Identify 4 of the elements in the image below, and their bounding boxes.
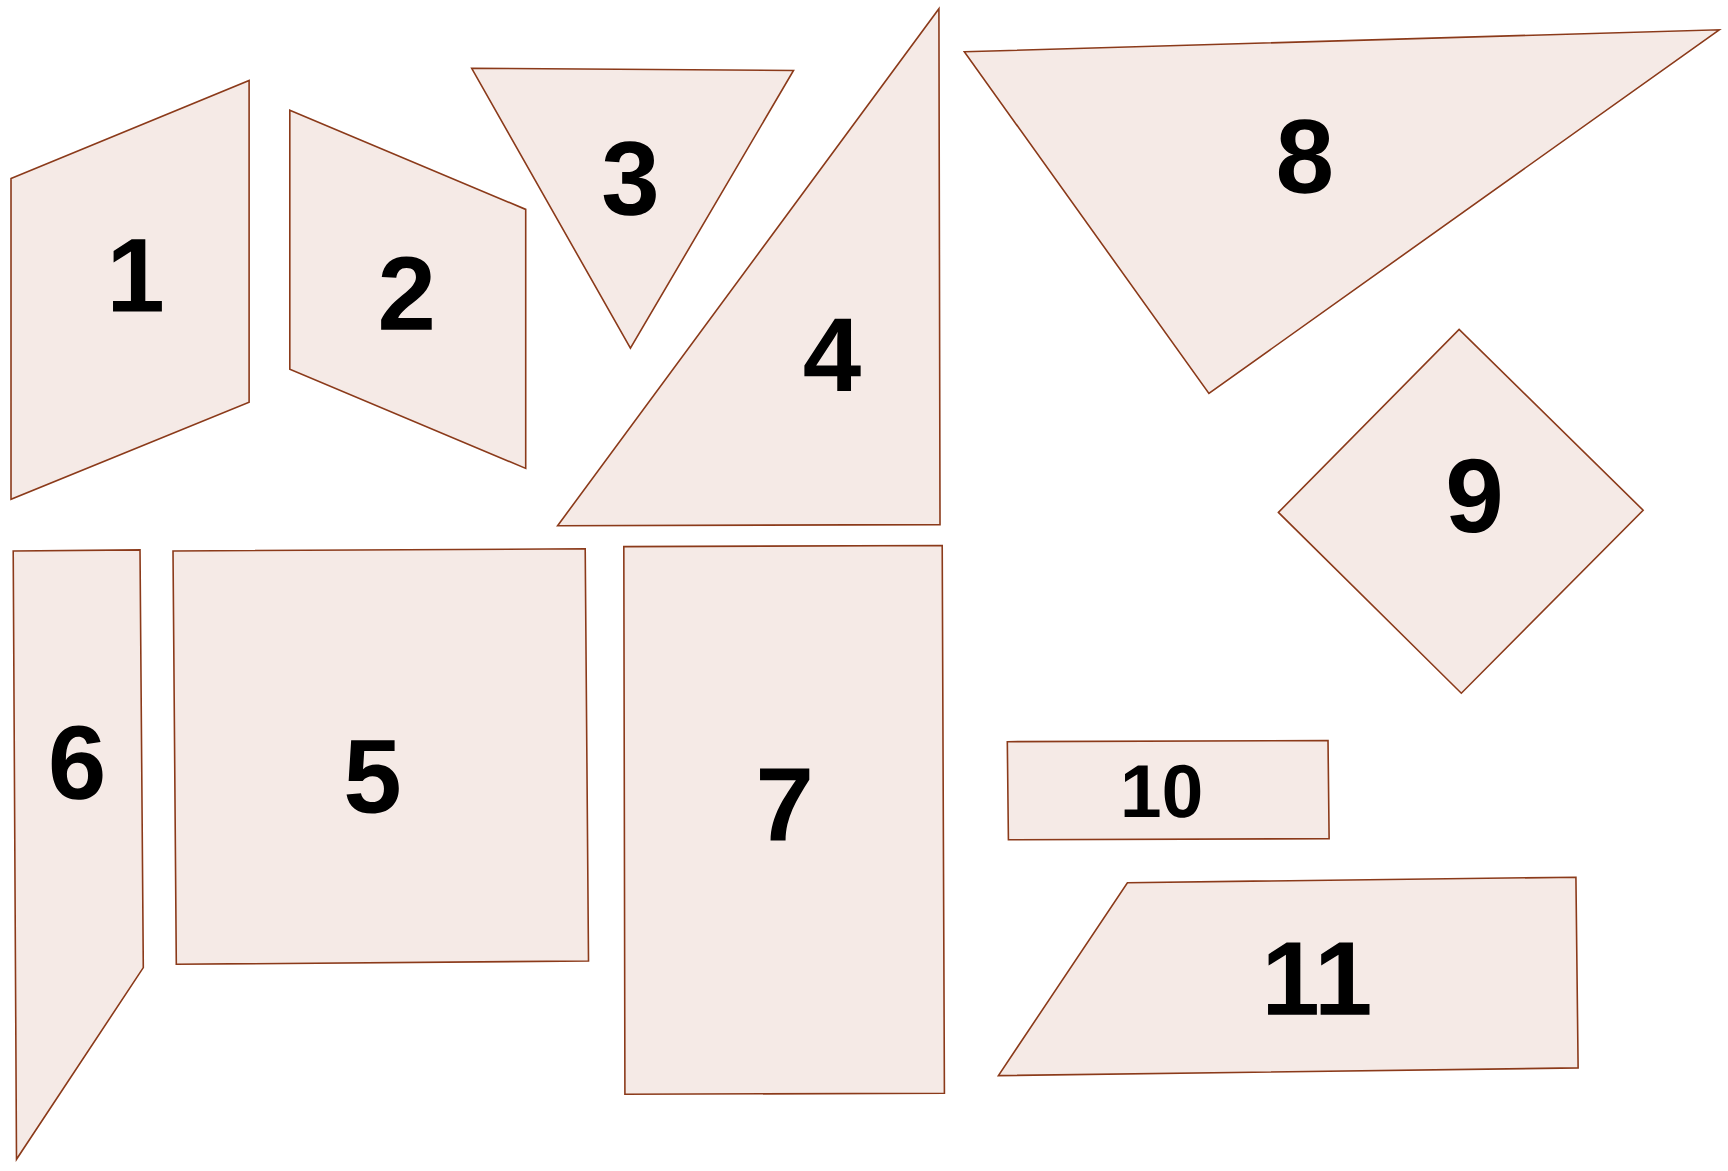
puzzle-piece: 7 xyxy=(623,544,946,1096)
puzzle-piece: 5 xyxy=(172,548,590,966)
puzzle-piece: 10 xyxy=(1006,739,1330,841)
puzzle-piece: 2 xyxy=(289,109,527,470)
